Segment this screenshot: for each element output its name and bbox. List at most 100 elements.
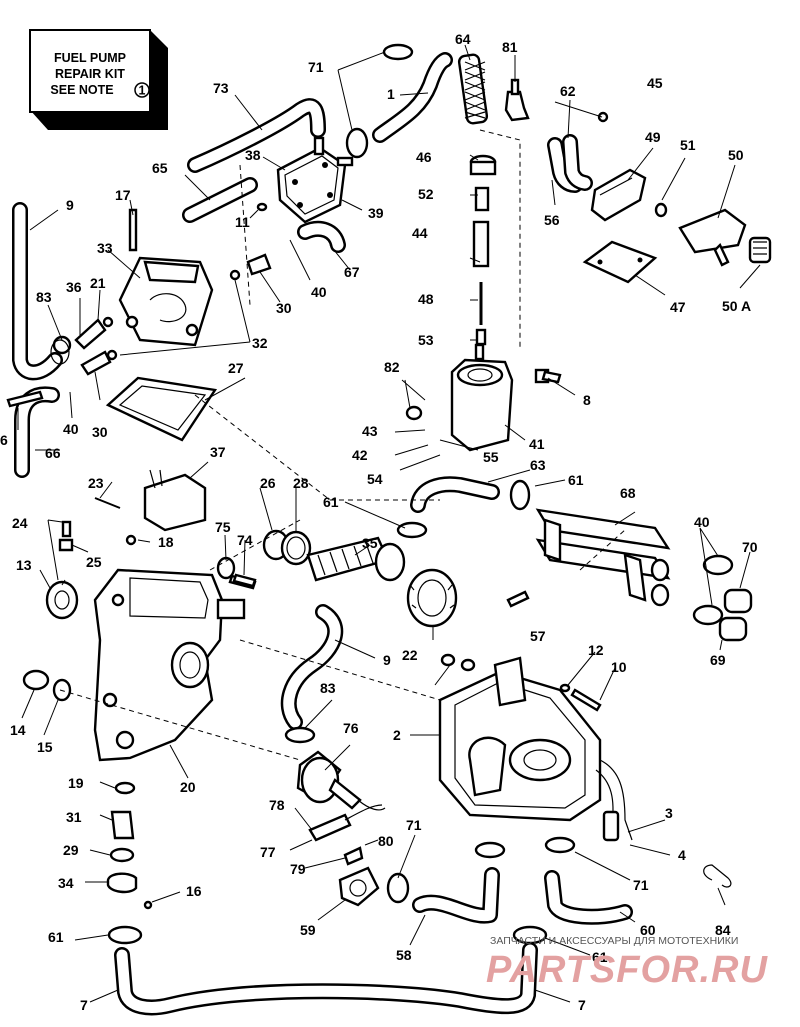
callout-9-top: 9 <box>66 197 74 213</box>
callout-53: 53 <box>418 332 434 348</box>
lower-housing-20 <box>93 568 246 762</box>
callout-3: 3 <box>665 805 673 821</box>
callout-66: 66 <box>45 445 61 461</box>
fuel-rail-68 <box>535 508 671 607</box>
note-line-3: SEE NOTE <box>50 83 113 97</box>
seals-26-28 <box>216 529 312 590</box>
fitting-81 <box>504 78 530 122</box>
callout-59: 59 <box>300 922 316 938</box>
callout-71-right: 71 <box>633 877 649 893</box>
callout-16: 16 <box>186 883 202 899</box>
callout-8: 8 <box>583 392 591 408</box>
callout-37: 37 <box>210 444 226 460</box>
fuel-filter-64 <box>457 53 489 125</box>
callout-84: 84 <box>715 922 731 938</box>
gasket-27 <box>105 376 218 442</box>
callout-7-right: 7 <box>578 997 586 1013</box>
watermark-caption: ЗАПЧАСТИ И АКСЕССУАРЫ ДЛЯ МОТОТЕХНИКИ <box>490 935 738 947</box>
callout-15: 15 <box>37 739 53 755</box>
callout-73: 73 <box>213 80 229 96</box>
callout-labels: 1 2 3 4 6 7 7 8 9 9 10 11 12 13 14 15 16… <box>0 31 758 1013</box>
small-hardware-24 <box>58 497 121 552</box>
callout-38: 38 <box>245 147 261 163</box>
callout-7-left: 7 <box>80 997 88 1013</box>
callout-6: 6 <box>0 432 8 448</box>
callout-48: 48 <box>418 291 434 307</box>
callout-45: 45 <box>647 75 663 91</box>
bracket-37 <box>143 469 207 532</box>
callout-20: 20 <box>180 779 196 795</box>
note-line-2: REPAIR KIT <box>55 67 125 81</box>
callout-30-top: 30 <box>276 300 292 316</box>
callout-69: 69 <box>710 652 726 668</box>
callout-74: 74 <box>237 532 253 548</box>
callout-21: 21 <box>90 275 106 291</box>
callout-29: 29 <box>63 842 79 858</box>
fuel-pump-38 <box>276 136 354 224</box>
callout-1: 1 <box>387 86 395 102</box>
cap-22 <box>406 568 458 628</box>
callout-57: 57 <box>530 628 546 644</box>
callout-28: 28 <box>293 475 309 491</box>
callout-54: 54 <box>367 471 383 487</box>
callout-13: 13 <box>16 557 32 573</box>
callout-35: 35 <box>362 535 378 551</box>
callout-46: 46 <box>416 149 432 165</box>
callout-52: 52 <box>418 186 434 202</box>
callout-42: 42 <box>352 447 368 463</box>
callout-81: 81 <box>502 39 518 55</box>
callout-33: 33 <box>97 240 113 256</box>
callout-25: 25 <box>86 554 102 570</box>
callout-30-left: 30 <box>92 424 108 440</box>
callout-65: 65 <box>152 160 168 176</box>
callout-40-right: 40 <box>694 514 710 530</box>
callout-56: 56 <box>544 212 560 228</box>
needle-valve-parts <box>469 154 497 346</box>
callout-41: 41 <box>529 436 545 452</box>
callout-64: 64 <box>455 31 471 47</box>
leader-lines <box>17 44 761 1003</box>
callout-31: 31 <box>66 809 82 825</box>
callout-83-mid: 83 <box>320 680 336 696</box>
callout-58: 58 <box>396 947 412 963</box>
filter-element-35 <box>306 536 406 582</box>
callout-63: 63 <box>530 457 546 473</box>
callout-14: 14 <box>10 722 26 738</box>
callout-77: 77 <box>260 844 276 860</box>
callout-27: 27 <box>228 360 244 376</box>
callout-11: 11 <box>235 214 250 230</box>
callout-17: 17 <box>115 187 131 203</box>
callout-19: 19 <box>68 775 84 791</box>
callout-32: 32 <box>252 335 268 351</box>
watermark: ЗАПЧАСТИ И АКСЕССУАРЫ ДЛЯ МОТОТЕХНИКИ PA… <box>486 935 768 991</box>
callout-75: 75 <box>215 519 231 535</box>
callout-80: 80 <box>378 833 394 849</box>
vapor-separator-bowl-41 <box>450 343 550 452</box>
callout-12: 12 <box>588 642 604 658</box>
callout-26: 26 <box>260 475 276 491</box>
callout-10: 10 <box>611 659 627 675</box>
callout-83-left: 83 <box>36 289 52 305</box>
callout-76: 76 <box>343 720 359 736</box>
vapor-separator-cover-33 <box>118 256 214 347</box>
callout-47: 47 <box>670 299 686 315</box>
callout-24: 24 <box>12 515 28 531</box>
callout-55: 55 <box>483 449 499 465</box>
sensor-76 <box>296 750 386 866</box>
clamps-right <box>692 554 753 642</box>
callout-40-left: 40 <box>63 421 79 437</box>
callout-40-top: 40 <box>311 284 327 300</box>
watermark-brand: PARTSFOR.RU <box>486 949 768 991</box>
callout-67: 67 <box>344 264 360 280</box>
callout-22: 22 <box>402 647 418 663</box>
fuel-pump-assembly-2 <box>438 656 633 842</box>
callout-4: 4 <box>678 847 686 863</box>
callout-2: 2 <box>393 727 401 743</box>
callout-18: 18 <box>158 534 174 550</box>
sender-59 <box>338 866 380 907</box>
callout-36: 36 <box>66 279 82 295</box>
note-number: 1 <box>139 84 146 98</box>
callout-51: 51 <box>680 137 696 153</box>
callout-78: 78 <box>269 797 285 813</box>
